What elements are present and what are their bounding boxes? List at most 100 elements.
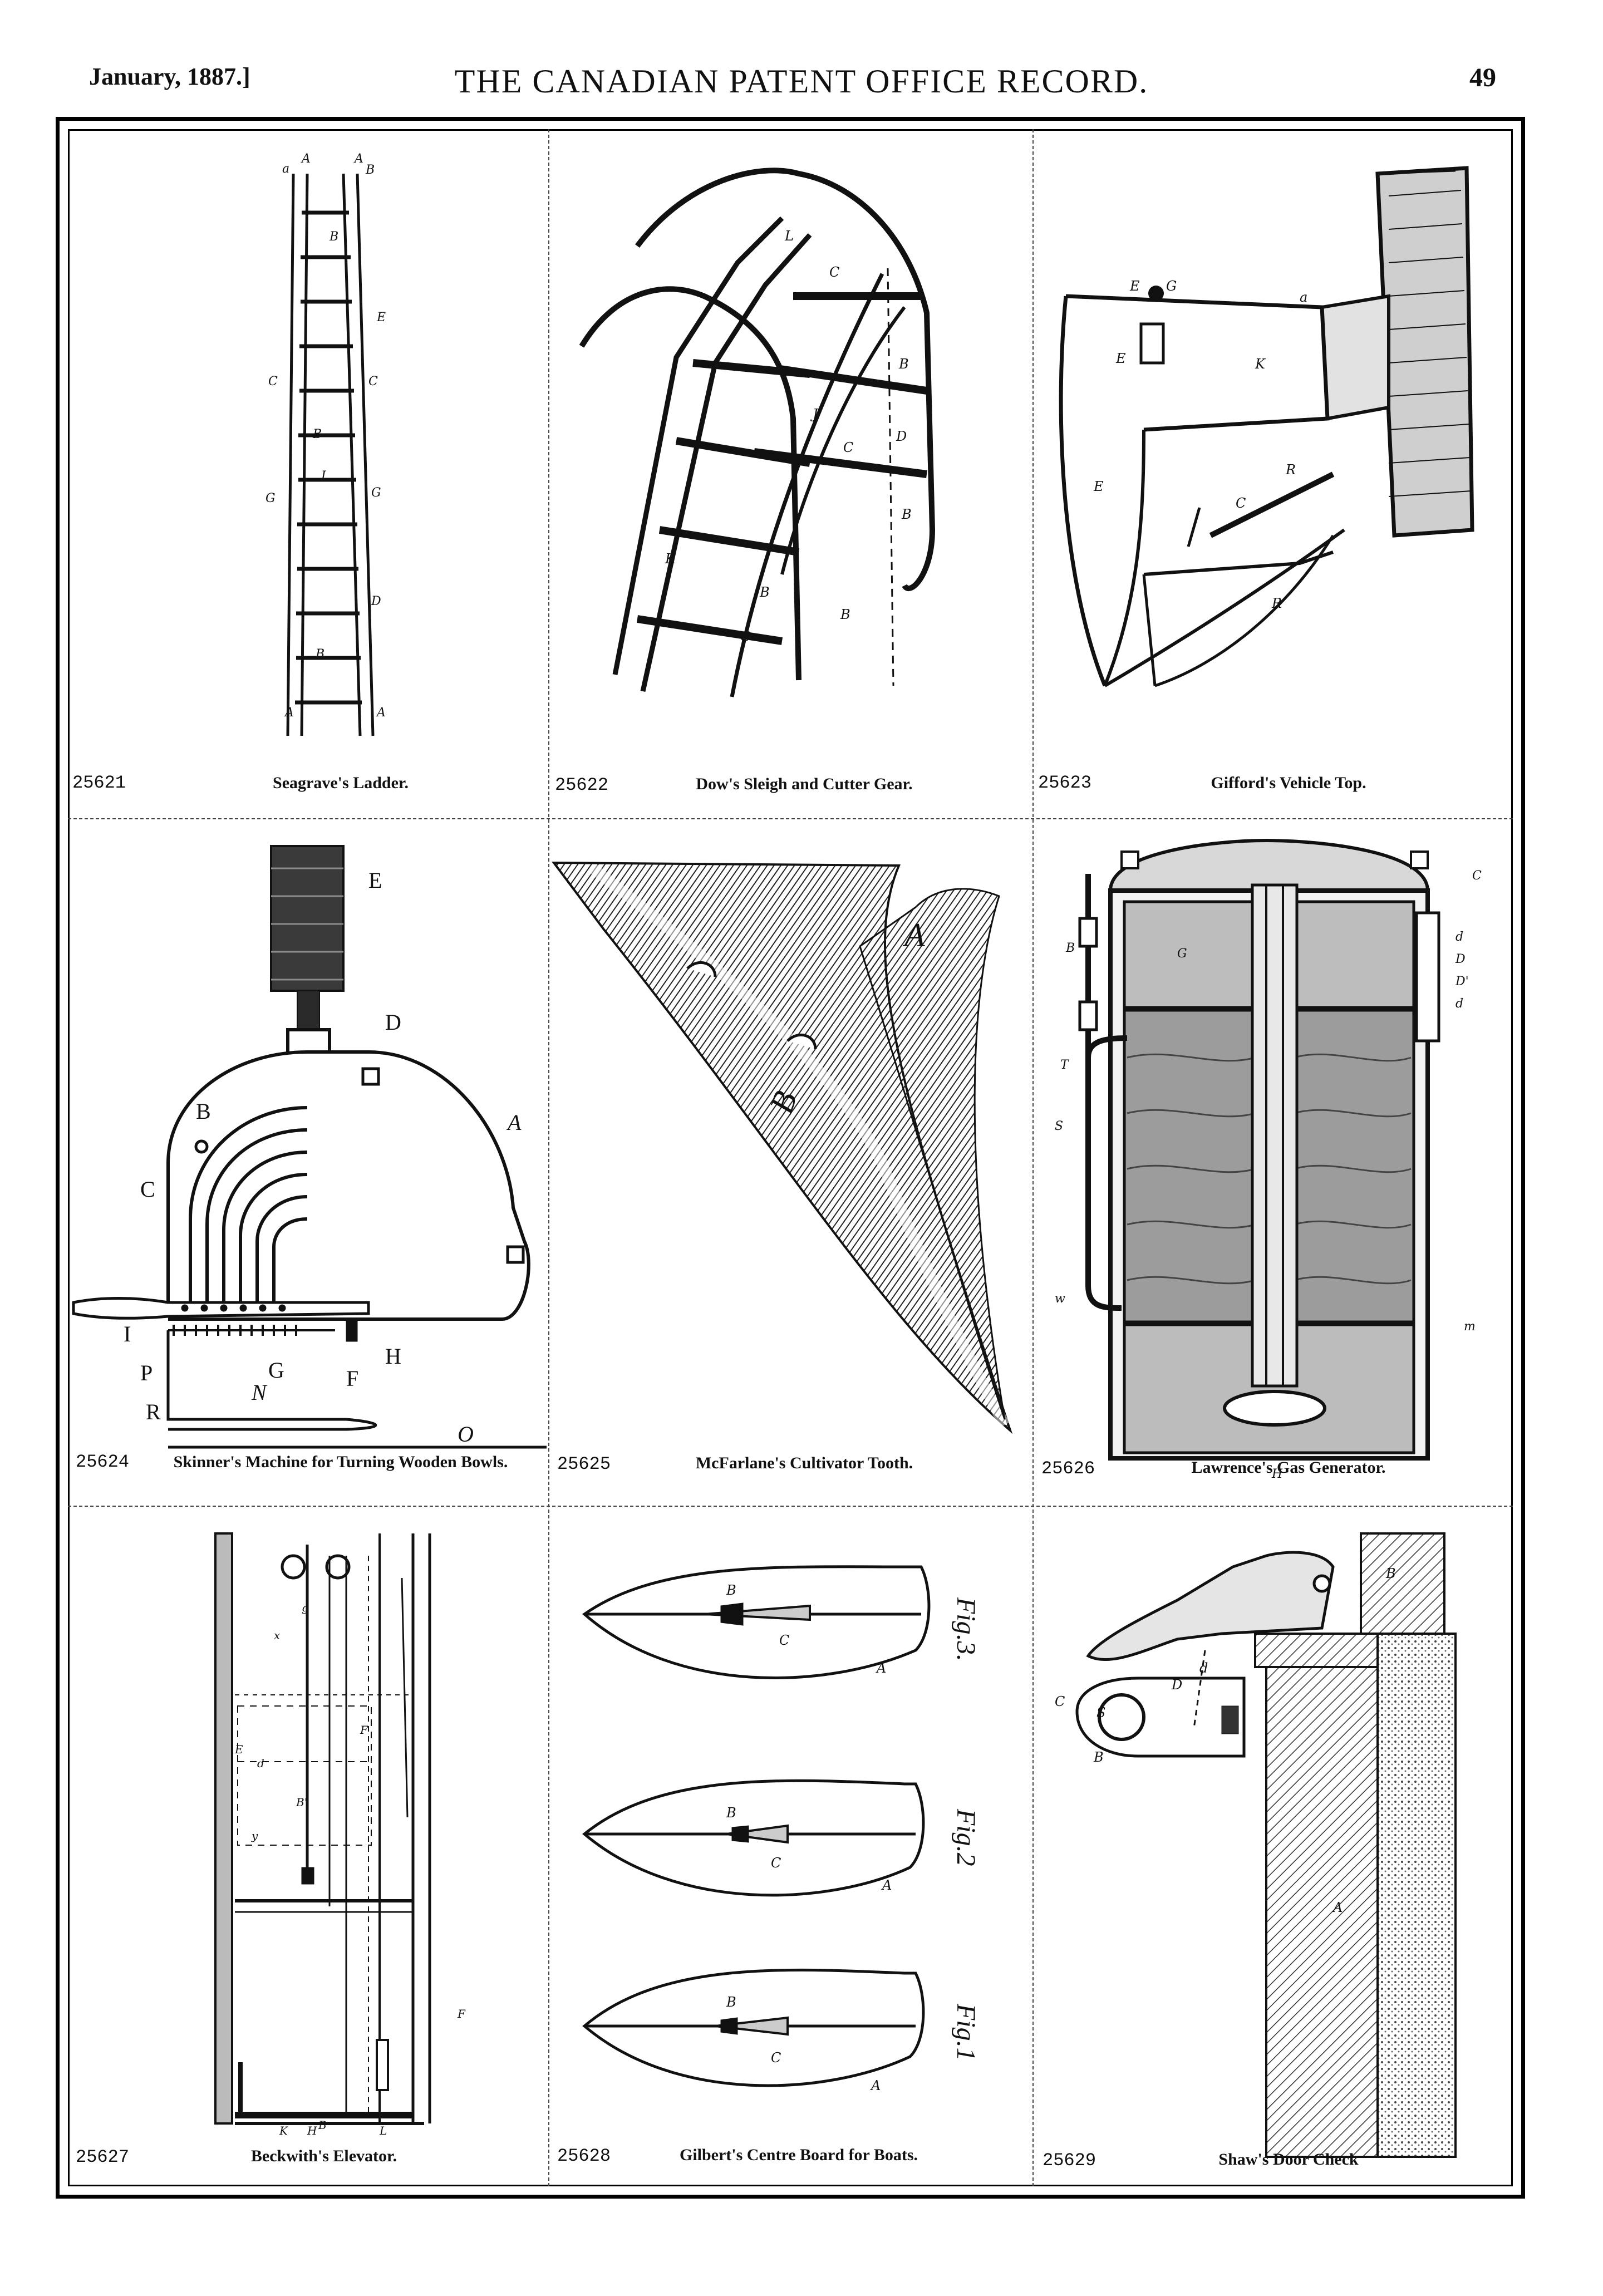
patent-number: 25626: [1041, 1458, 1095, 1479]
svg-text:E: E: [234, 1743, 243, 1756]
svg-text:D': D': [1455, 975, 1469, 989]
svg-text:C: C: [740, 629, 750, 645]
patent-caption: Dow's Sleigh and Cutter Gear.: [696, 775, 913, 793]
svg-text:L: L: [784, 228, 794, 244]
svg-text:B: B: [901, 507, 912, 522]
row-divider: [68, 818, 1513, 819]
row-divider: [68, 1506, 1513, 1507]
patent-cell: A B 25625 McFarlane's Cultivator Tooth.: [548, 818, 1032, 1506]
svg-text:C: C: [368, 375, 378, 389]
svg-text:d: d: [1456, 997, 1463, 1011]
svg-text:F: F: [457, 2007, 466, 2020]
patent-caption: Beckwith's Elevator.: [250, 2147, 397, 2165]
svg-text:g: g: [302, 1601, 309, 1614]
svg-text:G: G: [265, 491, 276, 505]
patent-caption: Shaw's Door Check: [1218, 2150, 1359, 2169]
svg-text:G: G: [371, 486, 381, 500]
svg-text:m: m: [1464, 1320, 1476, 1334]
svg-text:C: C: [771, 1855, 781, 1871]
bowl-machine-figure: E D B A C I P G F H R N O: [72, 845, 547, 1449]
patent-number: 25622: [555, 775, 609, 795]
svg-text:R: R: [1271, 596, 1282, 611]
svg-text:G: G: [1177, 947, 1187, 961]
svg-text:B: B: [329, 230, 338, 244]
svg-text:A: A: [876, 1660, 886, 1676]
svg-text:B: B: [365, 163, 375, 177]
label-letter: A: [506, 1110, 522, 1135]
patent-caption: Lawrence's Gas Generator.: [1191, 1458, 1386, 1477]
label-letter: E: [368, 868, 382, 893]
svg-text:D: D: [371, 594, 381, 608]
svg-text:B: B: [1065, 941, 1075, 955]
svg-text:A: A: [870, 2078, 881, 2093]
page-frame-outer: [56, 117, 1525, 2199]
svg-text:H: H: [307, 2124, 317, 2137]
svg-text:H: H: [1271, 1467, 1283, 1481]
svg-text:C: C: [829, 264, 839, 280]
svg-text:d: d: [257, 1757, 264, 1770]
svg-text:y: y: [251, 1829, 258, 1842]
svg-text:A: A: [376, 706, 386, 720]
svg-text:K: K: [1255, 356, 1266, 372]
patent-caption: Gilbert's Centre Board for Boats.: [679, 2146, 918, 2164]
column-divider: [548, 129, 549, 2186]
svg-text:L: L: [379, 2124, 387, 2137]
svg-text:D: D: [1171, 1677, 1182, 1693]
svg-text:x: x: [274, 1629, 280, 1642]
svg-text:C: C: [843, 440, 853, 455]
svg-text:B: B: [759, 584, 770, 600]
svg-text:K: K: [665, 551, 676, 567]
label-letter: B: [196, 1099, 211, 1124]
svg-text:A: A: [353, 152, 363, 166]
svg-text:I: I: [321, 469, 327, 483]
label-letter: H: [385, 1344, 401, 1369]
patent-caption: Seagrave's Ladder.: [273, 774, 409, 792]
column-divider: [1032, 129, 1034, 2186]
svg-text:B: B: [898, 356, 909, 372]
journal-title: THE CANADIAN PATENT OFFICE RECORD.: [454, 63, 1149, 100]
svg-text:E: E: [1093, 479, 1104, 494]
svg-text:B: B: [315, 647, 324, 661]
svg-text:C: C: [268, 375, 278, 389]
patent-caption: Skinner's Machine for Turning Wooden Bow…: [173, 1453, 508, 1471]
svg-text:B: B: [318, 2118, 327, 2132]
label-letter: P: [140, 1360, 153, 1385]
svg-text:D: D: [1455, 952, 1466, 966]
svg-text:a: a: [1300, 289, 1307, 305]
svg-text:B: B: [840, 607, 850, 622]
svg-text:w: w: [1055, 1292, 1065, 1306]
svg-text:B: B: [1093, 1749, 1104, 1765]
patent-number: 25624: [76, 1452, 130, 1472]
svg-text:F: F: [360, 1723, 368, 1737]
svg-text:E: E: [1115, 351, 1126, 366]
patent-caption: Gifford's Vehicle Top.: [1211, 774, 1366, 792]
svg-text:S: S: [1096, 1705, 1105, 1720]
patent-number: 25628: [557, 2146, 611, 2166]
cultivator-tooth-figure: A B: [551, 861, 1013, 1434]
svg-text:T: T: [1060, 1058, 1070, 1072]
svg-text:B: B: [726, 1582, 736, 1598]
svg-text:C: C: [779, 1633, 789, 1648]
svg-text:B: B: [726, 1994, 736, 2010]
svg-text:B': B': [296, 1796, 307, 1809]
label-letter: N: [251, 1380, 268, 1405]
svg-text:d: d: [1199, 1660, 1208, 1676]
label-letter: R: [146, 1399, 161, 1424]
page-frame-inner: [68, 129, 1513, 2186]
label-letter: C: [140, 1177, 155, 1202]
label-letter: I: [124, 1321, 131, 1346]
svg-text:A: A: [284, 706, 294, 720]
svg-text:A: A: [1332, 1900, 1343, 1915]
figure-label: Fig.3.: [951, 1597, 981, 1661]
svg-text:A: A: [881, 1877, 892, 1893]
svg-text:C: C: [1055, 1694, 1065, 1709]
patent-caption: McFarlane's Cultivator Tooth.: [695, 1454, 913, 1472]
svg-text:B: B: [726, 1805, 736, 1821]
